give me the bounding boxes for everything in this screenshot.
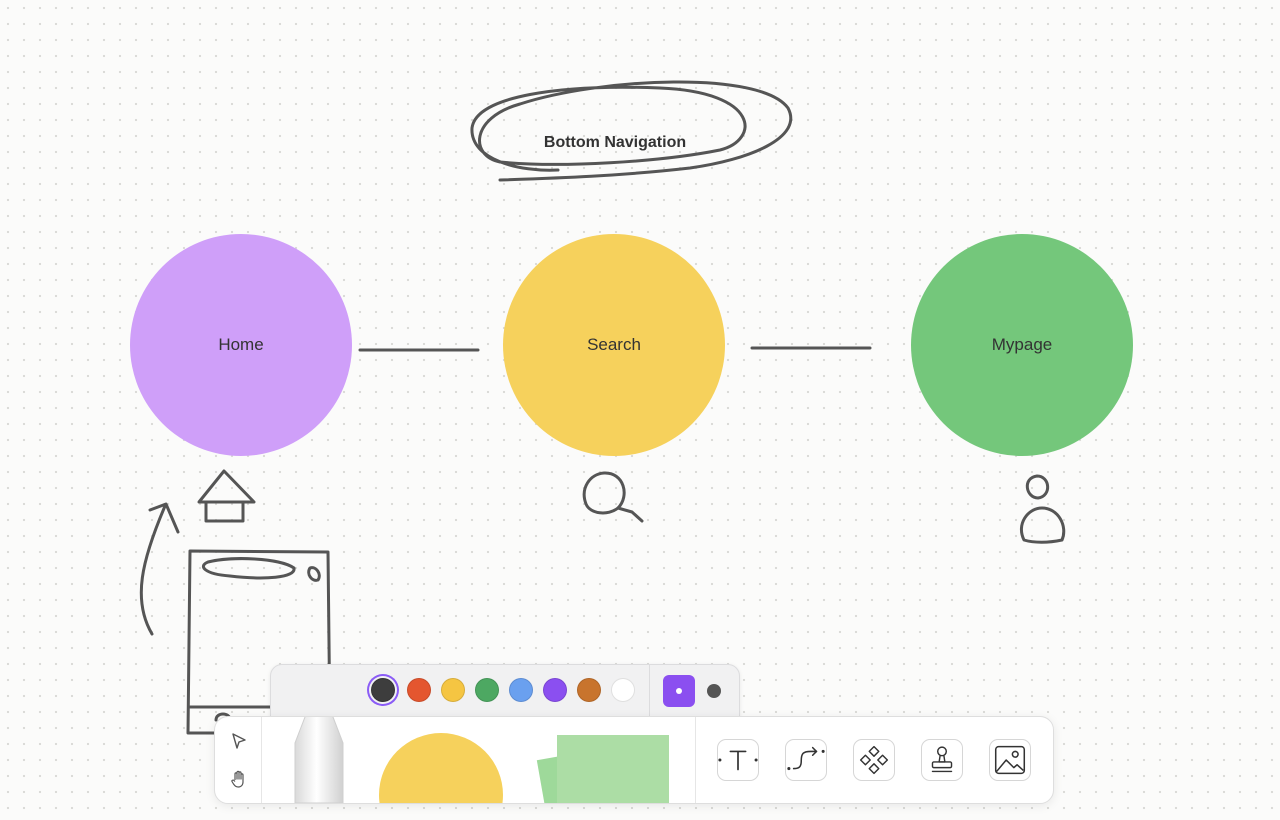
magnifier-icon — [582, 471, 644, 523]
node-home-label: Home — [218, 335, 264, 354]
node-home[interactable]: Home — [130, 234, 352, 456]
dock-divider-right — [695, 717, 696, 803]
node-search-label: Search — [587, 335, 641, 354]
connector-icon — [787, 746, 825, 771]
pen-icon[interactable] — [291, 716, 347, 803]
swatch-purple[interactable] — [543, 678, 567, 702]
image-icon — [994, 745, 1026, 775]
swatch-green[interactable] — [475, 678, 499, 702]
swatch-dark-gray[interactable] — [371, 678, 395, 702]
image-tool-button[interactable] — [989, 739, 1031, 781]
node-search[interactable]: Search — [503, 234, 725, 456]
curved-arrow — [139, 504, 167, 636]
tool-dock — [214, 716, 1054, 804]
node-mypage-label: Mypage — [991, 335, 1053, 354]
stamp-tool-button[interactable] — [921, 739, 963, 781]
stroke-size-large-button[interactable] — [707, 684, 721, 698]
stroke-size-dot — [676, 688, 682, 694]
text-icon — [718, 750, 758, 771]
swatch-orange[interactable] — [577, 678, 601, 702]
shape-icon[interactable] — [379, 733, 503, 803]
component-icon — [859, 745, 889, 775]
stroke-size-small-button[interactable] — [663, 675, 695, 707]
swatch-blue[interactable] — [509, 678, 533, 702]
sticky-note-icon[interactable] — [533, 731, 673, 804]
board-title[interactable]: Bottom Navigation — [543, 134, 687, 151]
color-palette — [270, 664, 740, 718]
connector-tool-button[interactable] — [785, 739, 827, 781]
text-tool-button[interactable] — [717, 739, 759, 781]
title-scribble — [470, 80, 793, 182]
person-icon — [1019, 474, 1066, 544]
arrow-head — [148, 502, 180, 534]
swatch-red[interactable] — [407, 678, 431, 702]
stamp-icon — [931, 746, 953, 773]
select-arrow-icon[interactable] — [229, 731, 249, 751]
house-icon — [197, 469, 256, 523]
hand-icon[interactable] — [229, 769, 249, 789]
swatch-yellow[interactable] — [441, 678, 465, 702]
swatch-white[interactable] — [611, 678, 635, 702]
palette-divider — [649, 665, 650, 717]
node-mypage[interactable]: Mypage — [911, 234, 1133, 456]
component-tool-button[interactable] — [853, 739, 895, 781]
dock-divider-left — [261, 717, 262, 803]
